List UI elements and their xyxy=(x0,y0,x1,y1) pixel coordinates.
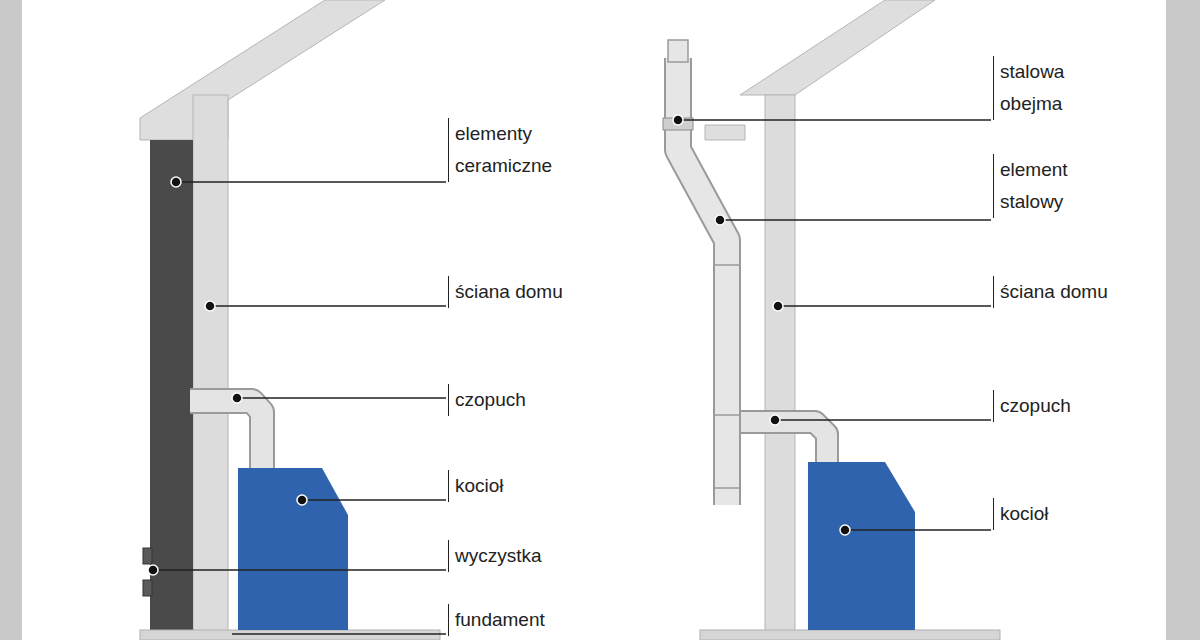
leader-line xyxy=(210,305,446,306)
leader-line xyxy=(176,181,446,182)
part-label: element stalowy xyxy=(993,154,1123,218)
part-label: elementy ceramiczne xyxy=(448,118,578,182)
part-label: czopuch xyxy=(448,384,526,416)
flue-pipe-outline xyxy=(190,401,262,470)
leader-line xyxy=(778,305,991,306)
page-ground xyxy=(22,0,1166,640)
part-label: wyczystka xyxy=(448,540,542,572)
leader-dot xyxy=(715,215,725,225)
leader-dot xyxy=(773,301,783,311)
leader-line xyxy=(775,419,991,420)
leader-dot xyxy=(232,393,242,403)
part-label: kocioł xyxy=(448,470,504,502)
floor xyxy=(700,630,1000,640)
leader-line xyxy=(845,529,991,530)
leader-line xyxy=(302,499,446,500)
part-label: kocioł xyxy=(993,498,1049,530)
flue-pipe xyxy=(190,401,262,470)
pipe-seam xyxy=(714,414,740,416)
pipe-seam xyxy=(714,264,740,266)
leader-line xyxy=(678,119,991,120)
chimney-cap xyxy=(668,40,688,62)
house-wall xyxy=(193,95,228,640)
part-label: fundament xyxy=(448,604,545,636)
leader-dot xyxy=(770,415,780,425)
foundation xyxy=(140,630,440,640)
roof xyxy=(740,0,935,95)
leader-dot xyxy=(840,525,850,535)
part-label: ściana domu xyxy=(993,276,1108,308)
leader-dots xyxy=(148,115,850,575)
ceramic-chimney xyxy=(150,140,193,632)
part-label: stalowa obejma xyxy=(993,56,1123,120)
part-label: czopuch xyxy=(993,390,1071,422)
roof xyxy=(140,0,385,140)
leader-line xyxy=(237,397,446,398)
pipe-seam xyxy=(714,487,740,489)
part-label: ściana domu xyxy=(448,276,563,308)
leader-dot xyxy=(673,115,683,125)
house-wall xyxy=(765,95,795,640)
cleanout-door xyxy=(143,548,152,564)
boiler xyxy=(808,462,915,630)
leader-dot xyxy=(171,177,181,187)
leader-dot xyxy=(205,301,215,311)
flue-pipe xyxy=(741,422,827,464)
leader-dot xyxy=(148,565,158,575)
flue-pipe-outline xyxy=(741,422,827,464)
leader-line xyxy=(720,219,991,220)
leader-lines xyxy=(153,120,991,634)
leader-line xyxy=(232,633,446,634)
leader-dot xyxy=(297,495,307,505)
cleanout-door xyxy=(143,580,152,596)
leader-line xyxy=(153,569,446,570)
boiler xyxy=(238,468,348,630)
roof-eave xyxy=(705,125,745,140)
